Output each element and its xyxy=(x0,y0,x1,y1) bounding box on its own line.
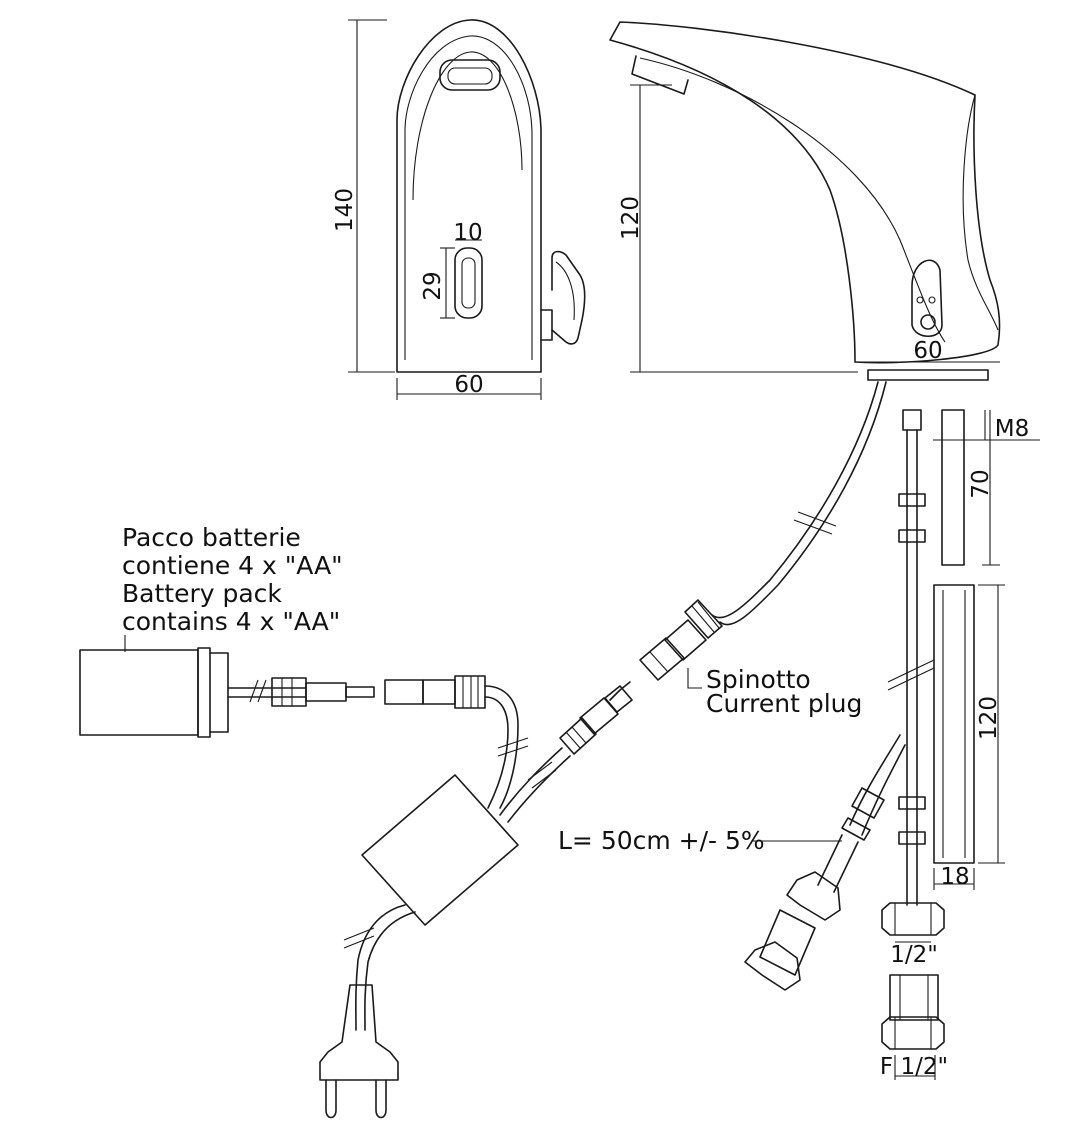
battery-pack xyxy=(79,635,529,809)
plug-label-en: Current plug xyxy=(706,689,862,718)
slot-width-label: 10 xyxy=(453,220,482,246)
transformer-box xyxy=(343,774,519,1031)
side-height-label: 120 xyxy=(618,196,644,240)
battery-label-it-2: contiene 4 x "AA" xyxy=(122,551,343,580)
adapter-cable xyxy=(499,681,633,823)
connector-label: 1/2" xyxy=(890,942,938,968)
female-fitting-label: F 1/2" xyxy=(880,1054,948,1080)
front-width-label: 60 xyxy=(454,372,483,398)
battery-label-en-1: Battery pack xyxy=(122,579,282,608)
side-width-label: 60 xyxy=(913,338,942,364)
rods xyxy=(933,409,1040,890)
hose-length-label: L= 50cm +/- 5% xyxy=(558,826,765,855)
mains-plug xyxy=(319,984,399,1119)
rod-width-label: 18 xyxy=(940,864,969,890)
thread-label: M8 xyxy=(995,416,1029,442)
rod-short-length-label: 70 xyxy=(968,469,994,498)
tap-cable xyxy=(639,381,887,689)
supply-pipes xyxy=(744,409,945,1080)
plug-label-it: Spinotto xyxy=(706,665,811,694)
front-height-label: 140 xyxy=(332,188,358,232)
battery-label-en-2: contains 4 x "AA" xyxy=(122,607,340,636)
side-view xyxy=(609,21,1001,381)
battery-label-it-1: Pacco batterie xyxy=(122,523,301,552)
rod-long-length-label: 120 xyxy=(976,696,1002,740)
front-view xyxy=(348,19,586,400)
slot-height-label: 29 xyxy=(420,271,446,300)
